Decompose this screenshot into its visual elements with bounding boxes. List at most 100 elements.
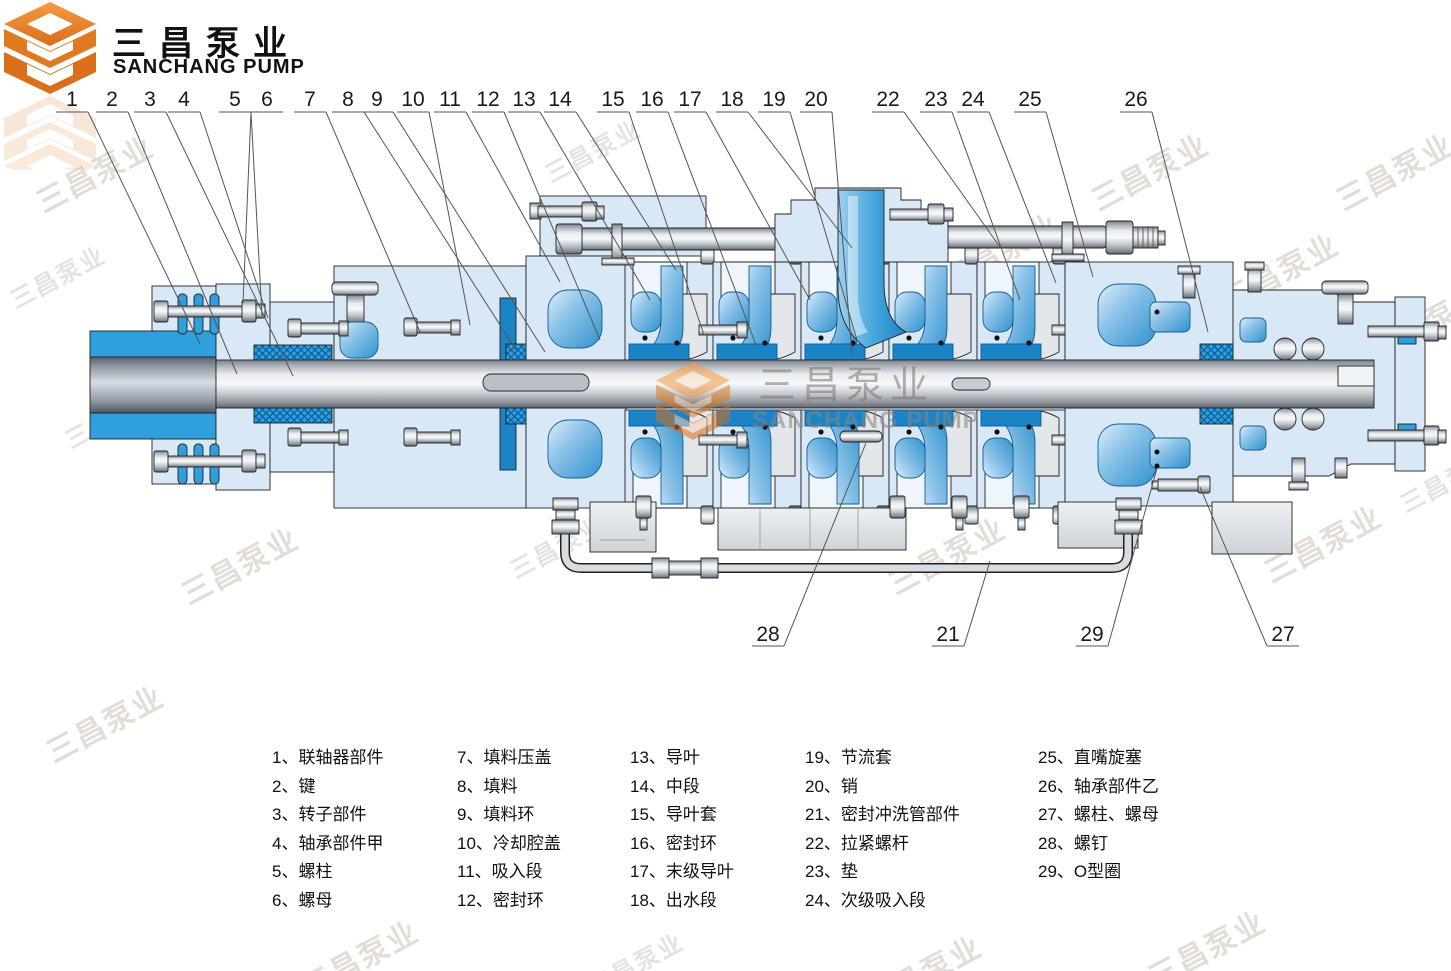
legend-item-13: 13、导叶 <box>630 748 700 767</box>
logo: 三昌泵业 SANCHANG PUMP <box>0 0 304 188</box>
legend-item-11: 11、吸入段 <box>457 862 543 882</box>
legend-item-19: 19、节流套 <box>805 748 892 767</box>
callout-number-27: 27 <box>1271 623 1295 646</box>
leader-line-1 <box>56 111 201 345</box>
callout-number-24: 24 <box>961 88 985 111</box>
callout-number-29: 29 <box>1080 623 1104 646</box>
legend-column-1: 1、联轴器部件 2、键 3、转子部件 4、轴承部件甲 5、螺柱 6、螺母 <box>272 744 383 916</box>
legend-item-20: 20、销 <box>805 776 858 796</box>
legend-item-4: 4、轴承部件甲 <box>272 833 384 853</box>
leader-line-21 <box>932 560 991 647</box>
callout-number-8: 8 <box>342 88 354 111</box>
leader-line-14 <box>544 111 677 271</box>
leader-line-2 <box>96 111 238 375</box>
callout-number-5: 5 <box>229 88 241 111</box>
leader-line-18 <box>716 111 853 249</box>
leader-line-13 <box>508 111 651 301</box>
legend-item-9: 9、填料环 <box>457 805 535 825</box>
legend-item-24: 24、次级吸入段 <box>805 890 926 910</box>
legend-item-1: 1、联轴器部件 <box>272 748 384 767</box>
leader-line-8 <box>332 111 517 351</box>
watermark-text: 三昌泵业 <box>1143 905 1272 971</box>
leader-line-20 <box>800 111 853 355</box>
legend-item-5: 5、螺柱 <box>272 862 333 882</box>
pump-cross-section-diagram: 三昌泵业 SANCHANG PUMP <box>56 111 1447 647</box>
company-name-en: SANCHANG PUMP <box>113 56 305 78</box>
legend-item-22: 22、拉紧螺杆 <box>805 833 909 853</box>
leader-line-27 <box>1199 486 1299 647</box>
callout-number-17: 17 <box>678 88 702 111</box>
callout-number-20: 20 <box>804 88 828 111</box>
callout-number-6: 6 <box>261 88 273 111</box>
legend-item-17: 17、末级导叶 <box>630 862 734 882</box>
leader-line-15 <box>597 111 705 336</box>
legend-item-6: 6、螺母 <box>272 890 333 910</box>
legend-item-27: 27、螺柱、螺母 <box>1038 805 1159 825</box>
legend-item-28: 28、螺钉 <box>1038 833 1108 853</box>
watermark-text: 三昌泵业 <box>855 923 989 971</box>
callout-number-22: 22 <box>876 88 900 111</box>
leader-line-24 <box>957 111 1057 284</box>
legend-item-12: 12、密封环 <box>457 890 544 910</box>
watermark-text: 三昌泵业 <box>584 928 689 971</box>
center-watermark: 三昌泵业 SANCHANG PUMP <box>656 361 980 440</box>
callout-number-26: 26 <box>1124 88 1148 111</box>
leader-line-4 <box>168 111 269 319</box>
legend-item-25: 25、直嘴旋塞 <box>1038 748 1142 767</box>
callout-number-9: 9 <box>371 88 383 111</box>
legend-item-18: 18、出水段 <box>630 890 717 910</box>
legend-item-15: 15、导叶套 <box>630 805 717 825</box>
leader-line-26 <box>1120 111 1209 333</box>
callout-number-18: 18 <box>720 88 744 111</box>
leader-line-12 <box>472 111 601 341</box>
leader-line-16 <box>636 111 757 346</box>
watermark-text: 三昌泵业 <box>296 915 425 971</box>
logo-cube-icon <box>4 2 96 188</box>
callout-number-1: 1 <box>66 88 78 111</box>
callout-number-14: 14 <box>548 88 572 111</box>
callout-number-28: 28 <box>756 623 780 646</box>
callout-number-23: 23 <box>924 88 948 111</box>
callout-number-3: 3 <box>144 88 156 111</box>
leader-line-3 <box>134 111 294 377</box>
leader-line-17 <box>674 111 811 301</box>
leader-line-11 <box>434 111 561 283</box>
svg-text:三昌泵业: 三昌泵业 <box>758 363 934 407</box>
legend-item-14: 14、中段 <box>630 776 700 796</box>
callout-number-4: 4 <box>178 88 190 111</box>
callout-number-19: 19 <box>762 88 786 111</box>
legend-item-2: 2、键 <box>272 776 316 796</box>
leader-line-5 <box>219 111 252 304</box>
callout-number-11: 11 <box>439 88 461 111</box>
legend-item-3: 3、转子部件 <box>272 805 367 825</box>
callout-number-7: 7 <box>304 88 316 111</box>
legend-column-4: 19、节流套 20、销 21、密封冲洗管部件 22、拉紧螺杆 23、垫 24、次级吸入段 <box>805 744 960 916</box>
callout-number-25: 25 <box>1018 88 1042 111</box>
leader-line-29 <box>1076 467 1158 647</box>
svg-text:SANCHANG PUMP: SANCHANG PUMP <box>752 407 980 434</box>
leader-line-10 <box>397 111 471 326</box>
callout-number-21: 21 <box>936 623 960 646</box>
leader-lines <box>56 111 1299 647</box>
company-name-cn: 三昌泵业 <box>112 24 300 64</box>
leader-line-28 <box>752 442 867 647</box>
legend-item-7: 7、填料压盖 <box>457 748 552 767</box>
legend-item-23: 23、垫 <box>805 862 858 882</box>
callout-number-13: 13 <box>512 88 536 111</box>
legend-item-16: 16、密封环 <box>630 833 717 853</box>
callout-number-12: 12 <box>476 88 500 111</box>
leader-line-9 <box>361 111 546 353</box>
leader-line-6 <box>250 111 283 317</box>
callout-number-15: 15 <box>601 88 625 111</box>
leader-line-7 <box>294 111 421 333</box>
legend-item-29: 29、O型圈 <box>1038 862 1122 882</box>
legend-item-8: 8、填料 <box>457 776 518 796</box>
leader-line-22 <box>872 111 1001 248</box>
legend-column-3: 13、导叶 14、中段 15、导叶套 16、密封环 17、末级导叶 18、出水段 <box>630 744 734 916</box>
legend-item-21: 21、密封冲洗管部件 <box>805 805 960 825</box>
callout-number-16: 16 <box>640 88 664 111</box>
leader-line-19 <box>758 111 858 341</box>
